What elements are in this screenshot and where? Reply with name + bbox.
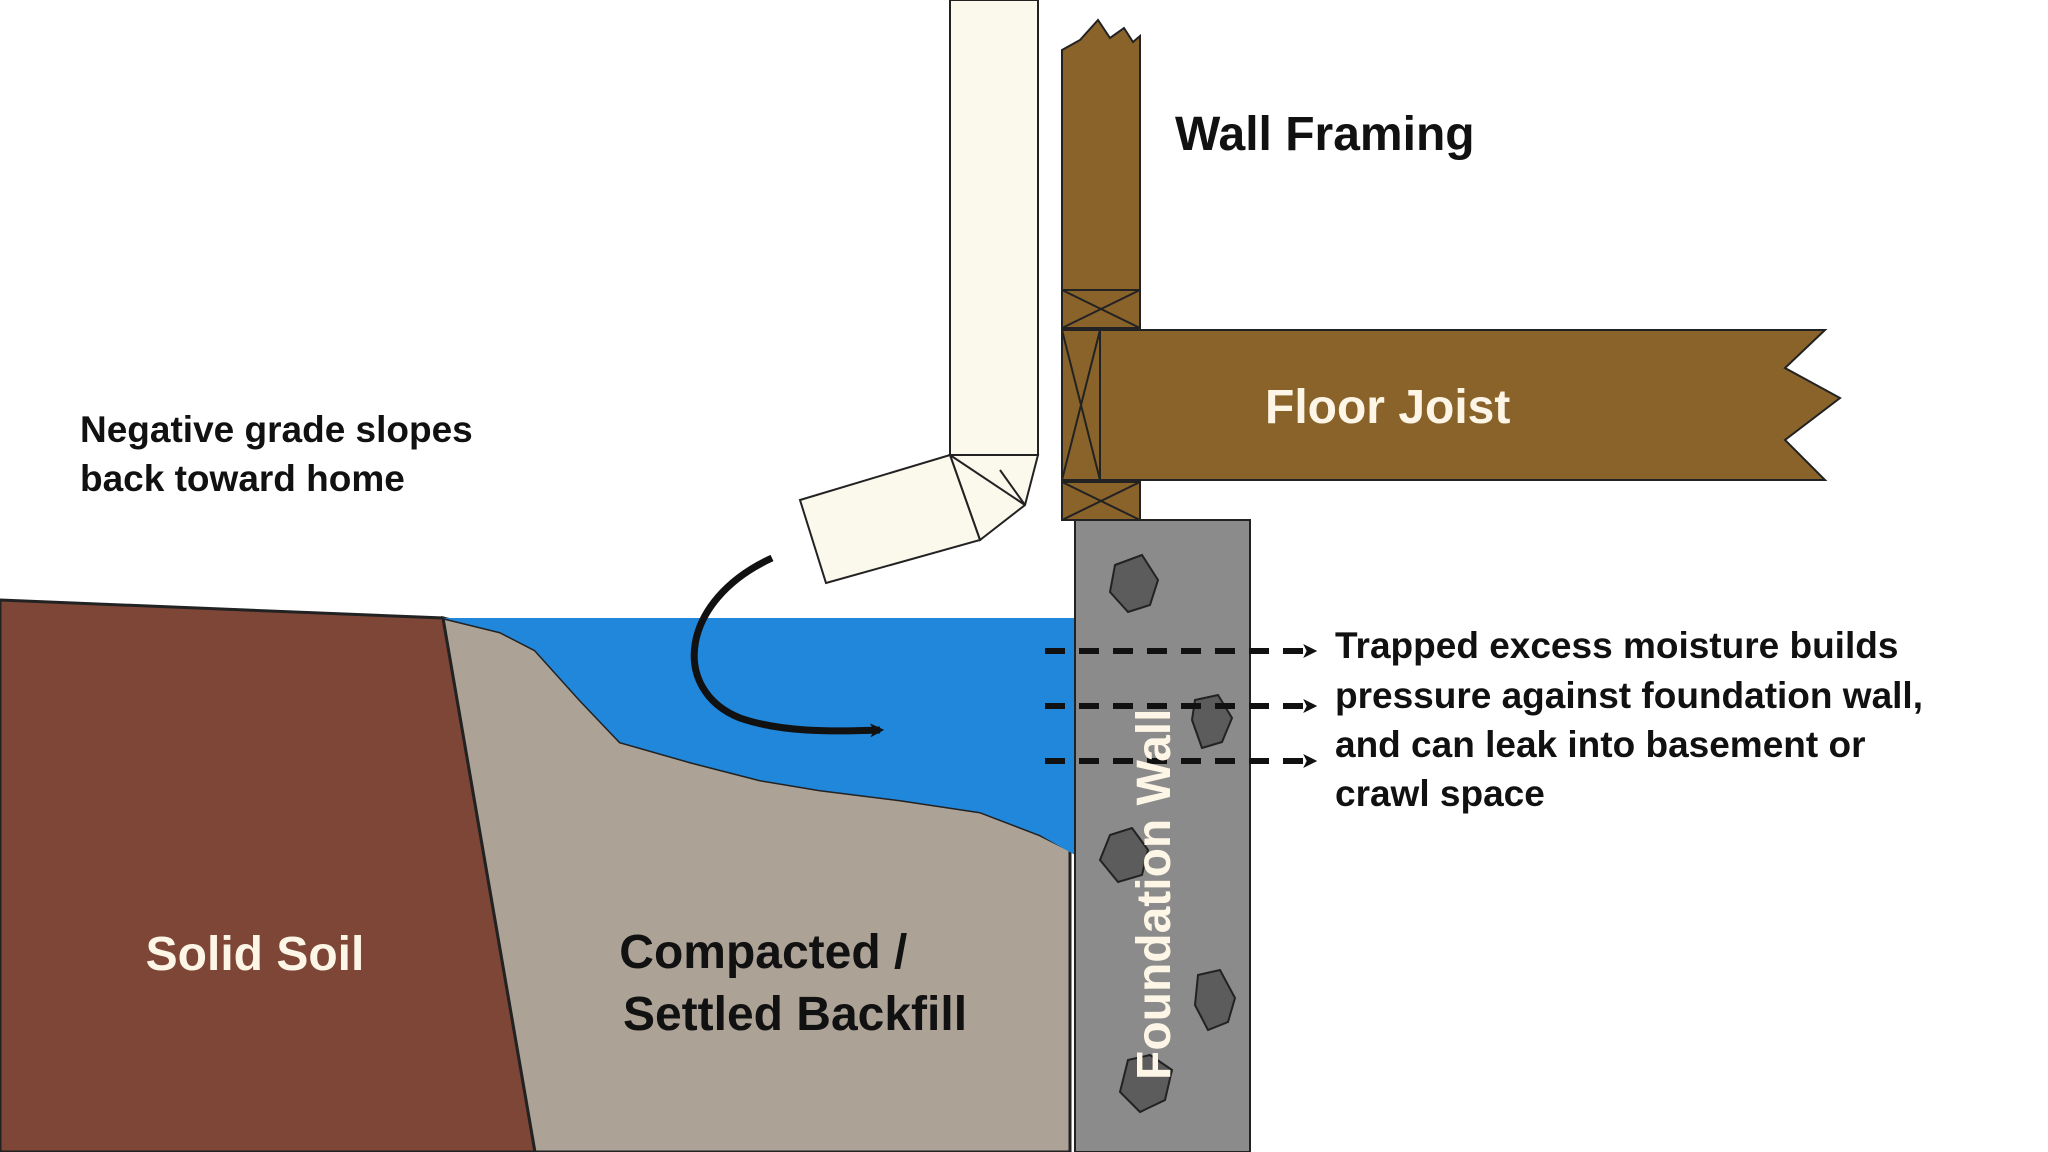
curved-arrow-icon: [690, 554, 885, 738]
moisture-note-line-4: crawl space: [1335, 773, 1545, 814]
solid-soil-label: Solid Soil: [146, 928, 365, 981]
downspout: [798, 0, 1040, 585]
backfill-label: Compacted / Settled Backfill: [619, 926, 967, 1041]
moisture-note-line-3: and can leak into basement or: [1335, 724, 1865, 765]
foundation-wall-label: Foundation Wall: [1128, 709, 1181, 1080]
negative-grade-line-2: back toward home: [80, 458, 405, 499]
rock: [1193, 968, 1237, 1032]
floor-joist: [1097, 329, 1842, 481]
blocking-members: [1061, 289, 1141, 521]
wall-framing-label: Wall Framing: [1175, 108, 1475, 161]
floor-joist-label: Floor Joist: [1265, 381, 1510, 434]
foundation-wall: [1074, 519, 1251, 1152]
rock: [1108, 553, 1160, 614]
rock: [1098, 826, 1150, 884]
pressure-arrows: [1045, 644, 1318, 768]
backfill-line-1: Compacted /: [619, 926, 907, 979]
moisture-note: Trapped excess moisture builds pressure …: [1335, 625, 1933, 814]
aggregate-rocks: [1098, 553, 1237, 1114]
negative-grade-label: Negative grade slopes back toward home: [80, 409, 483, 499]
solid-soil-region: [0, 598, 537, 1152]
rock: [1118, 1053, 1174, 1114]
backfill-line-2: Settled Backfill: [623, 988, 967, 1041]
negative-grade-line-1: Negative grade slopes: [80, 409, 473, 450]
moisture-note-line-1: Trapped excess moisture builds: [1335, 625, 1898, 666]
downspout-outlet: [798, 453, 982, 585]
water-pool: [443, 618, 1075, 855]
downspout-pipe: [949, 0, 1039, 456]
moisture-note-line-2: pressure against foundation wall,: [1335, 675, 1923, 716]
